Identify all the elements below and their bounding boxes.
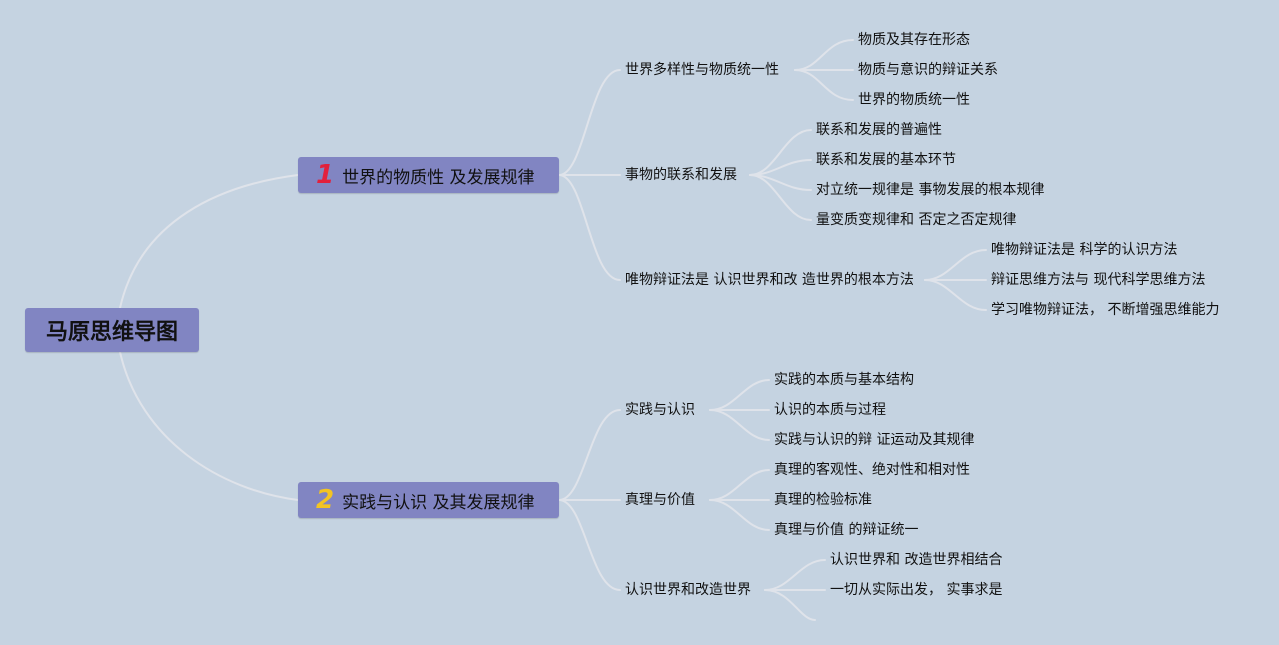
- main-topic-2[interactable]: 2 实践与认识 及其发展规律: [298, 482, 559, 518]
- subtopic-truth-value[interactable]: 真理与价值: [625, 492, 695, 508]
- topic-item[interactable]: 对立统一规律是 事物发展的根本规律: [816, 182, 1045, 198]
- link-root-branch-2: [119, 351, 299, 501]
- main-topic-label: 实践与认识 及其发展规律: [342, 492, 535, 513]
- link-s23-i3: [764, 589, 816, 621]
- number-two-badge: 2: [316, 485, 335, 515]
- topic-item[interactable]: 联系和发展的普遍性: [816, 122, 942, 138]
- main-topic-label: 世界的物质性 及发展规律: [342, 167, 535, 188]
- topic-item[interactable]: 物质及其存在形态: [858, 32, 970, 48]
- topic-item[interactable]: 真理的检验标准: [774, 492, 872, 508]
- topic-item[interactable]: 世界的物质统一性: [858, 92, 970, 108]
- link-s23-i1: [764, 559, 826, 591]
- root-node[interactable]: 马原思维导图: [25, 308, 199, 352]
- subtopic-practice-cognition[interactable]: 实践与认识: [625, 402, 695, 418]
- link-s13-i3: [924, 279, 987, 311]
- link-s21-i1: [709, 379, 770, 411]
- link-b1-s3: [558, 174, 621, 281]
- topic-item[interactable]: 真理的客观性、绝对性和相对性: [774, 462, 970, 478]
- link-s11-i3: [794, 69, 854, 101]
- topic-item[interactable]: 实践的本质与基本结构: [774, 372, 914, 388]
- link-b2-s3: [558, 499, 621, 591]
- subtopic-world-diversity[interactable]: 世界多样性与物质统一性: [625, 62, 779, 78]
- subtopic-materialist-dialectics[interactable]: 唯物辩证法是 认识世界和改 造世界的根本方法: [625, 272, 914, 288]
- link-s11-i1: [794, 39, 854, 71]
- topic-item[interactable]: 物质与意识的辩证关系: [858, 62, 998, 78]
- topic-item[interactable]: 认识世界和 改造世界相结合: [830, 552, 1003, 568]
- link-s12-i4: [749, 174, 812, 221]
- number-one-badge: 1: [316, 160, 335, 190]
- topic-item[interactable]: 联系和发展的基本环节: [816, 152, 956, 168]
- link-s13-i1: [924, 249, 987, 281]
- main-topic-1[interactable]: 1 世界的物质性 及发展规律: [298, 157, 559, 193]
- topic-item[interactable]: 唯物辩证法是 科学的认识方法: [991, 242, 1178, 258]
- link-b1-s1: [558, 69, 621, 176]
- topic-item[interactable]: 实践与认识的辩 证运动及其规律: [774, 432, 975, 448]
- topic-item[interactable]: 一切从实际出发， 实事求是: [830, 582, 1003, 598]
- link-s22-i3: [709, 499, 770, 531]
- subtopic-understand-transform-world[interactable]: 认识世界和改造世界: [625, 582, 751, 598]
- link-s22-i1: [709, 469, 770, 501]
- topic-item[interactable]: 学习唯物辩证法， 不断增强思维能力: [991, 302, 1220, 318]
- topic-item[interactable]: 认识的本质与过程: [774, 402, 886, 418]
- link-root-branch-1: [119, 174, 299, 309]
- link-b2-s1: [558, 409, 621, 501]
- link-s21-i3: [709, 409, 770, 441]
- topic-item[interactable]: 真理与价值 的辩证统一: [774, 522, 919, 538]
- subtopic-connection-development[interactable]: 事物的联系和发展: [625, 167, 737, 183]
- topic-item[interactable]: 量变质变规律和 否定之否定规律: [816, 212, 1017, 228]
- topic-item[interactable]: 辩证思维方法与 现代科学思维方法: [991, 272, 1206, 288]
- root-label: 马原思维导图: [45, 320, 178, 345]
